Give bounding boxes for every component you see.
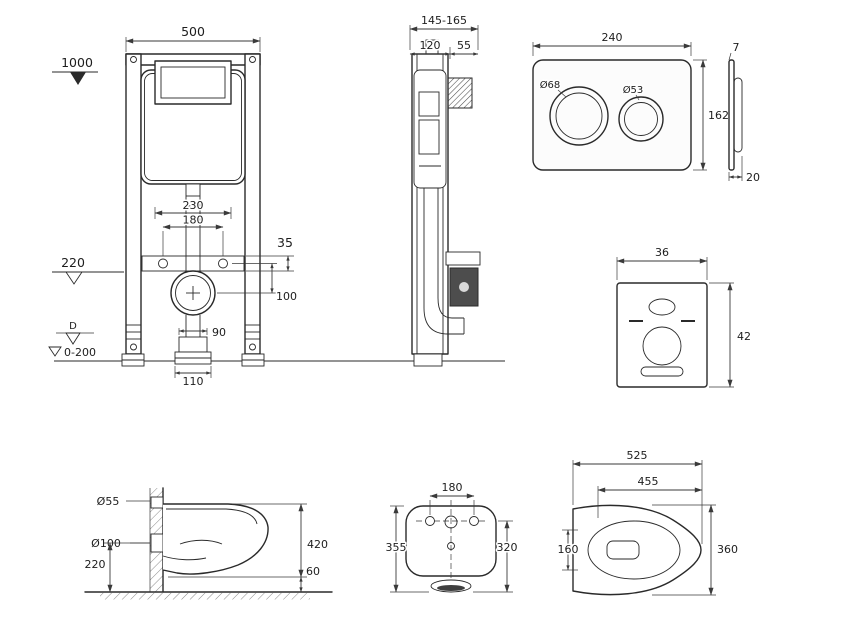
outlet-stub xyxy=(150,533,164,553)
clearance-label: 60 xyxy=(306,565,320,578)
level-marker-filled xyxy=(70,72,86,85)
big-button-dia-label: Ø68 xyxy=(540,79,561,91)
toilet-side-dimensions: Ø55 Ø100 220 420 60 xyxy=(83,494,330,593)
toilet-rear-view: 180 355 320 xyxy=(384,480,519,593)
rod-extension-label: 55 xyxy=(457,39,471,52)
floor-level-marker xyxy=(48,346,62,357)
rear-height-total-label: 355 xyxy=(386,541,407,554)
drain-base-width-label: 110 xyxy=(183,375,204,388)
mounting-bracket xyxy=(141,255,245,272)
top-length-bowl-label: 455 xyxy=(638,475,659,488)
inlet-dia-label: Ø55 xyxy=(97,495,120,508)
big-flush-button xyxy=(549,86,609,146)
pad-slot xyxy=(640,366,684,377)
flush-plate-side-view: 7 20 xyxy=(728,40,762,186)
pad-height-label: 42 xyxy=(737,330,751,343)
top-width-label: 360 xyxy=(717,543,738,556)
outlet-level-label: 220 xyxy=(61,255,85,270)
outlet-height-label: 220 xyxy=(85,558,106,571)
frame-front-view: 500 1000 230 180 35 100 xyxy=(48,23,299,390)
small-button-dia-label: Ø53 xyxy=(623,84,644,96)
drain-mark-label: D xyxy=(69,321,77,332)
toilet-depth-label: 420 xyxy=(307,538,328,551)
plate-height-label: 162 xyxy=(708,109,729,122)
center-hole xyxy=(444,515,458,529)
drain-opening xyxy=(606,540,640,560)
pipe-span-label: 230 xyxy=(183,199,204,212)
bowl-inner-rim xyxy=(587,520,681,580)
bracket-offset-label: 35 xyxy=(277,235,293,250)
drain-socket xyxy=(170,270,216,316)
frame-side-geometry xyxy=(411,39,481,367)
frame-height-level-label: 1000 xyxy=(61,55,93,70)
plate-thickness-label: 7 xyxy=(733,41,740,54)
pad-dimensions: 36 42 xyxy=(616,245,753,388)
small-flush-button xyxy=(618,96,664,142)
top-rear-width-label: 160 xyxy=(558,543,579,556)
cistern-side xyxy=(413,69,447,189)
flush-plate-dimensions: 240 162 Ø68 Ø53 xyxy=(532,30,731,171)
button-profile xyxy=(733,77,743,153)
frame-front-geometry xyxy=(121,53,265,367)
pad-inlet-hole xyxy=(648,298,676,316)
floor-adjust-label: 0-200 xyxy=(64,346,96,359)
outlet-dia-label: Ø100 xyxy=(91,537,121,550)
flush-plate xyxy=(532,59,692,171)
pad-width-label: 36 xyxy=(655,246,669,259)
outlet-drop-label: 100 xyxy=(276,290,297,303)
top-length-total-label: 525 xyxy=(627,449,648,462)
bolt-spacing-label: 180 xyxy=(183,214,204,227)
level-marker-open xyxy=(65,271,83,285)
plate-depth-label: 20 xyxy=(746,171,760,184)
left-bolt-hole xyxy=(425,516,435,526)
frame-side-dimensions: 145-165 120 55 xyxy=(409,13,479,59)
frame-side-view: 145-165 120 55 xyxy=(409,13,481,367)
frame-width-label: 500 xyxy=(181,24,205,39)
pad-drain-hole xyxy=(642,326,682,366)
rear-bolt-spacing-label: 180 xyxy=(442,481,463,494)
plate-profile xyxy=(728,59,735,171)
flush-plate-front-view: 240 162 Ø68 Ø53 xyxy=(532,30,731,171)
floor-section xyxy=(100,592,310,600)
toilet-rear-dimensions: 180 355 320 xyxy=(384,480,519,593)
inlet-stub xyxy=(150,496,164,509)
bowl-profile xyxy=(162,503,269,575)
support-arm xyxy=(445,251,481,266)
frame-depth-label: 120 xyxy=(420,39,441,52)
frame-front-dimensions: 500 1000 230 180 35 100 xyxy=(48,23,299,390)
toilet-side-view: Ø55 Ø100 220 420 60 xyxy=(83,487,333,600)
plate-side-dimensions: 7 20 xyxy=(728,40,762,186)
plate-width-label: 240 xyxy=(602,31,623,44)
access-panel xyxy=(154,60,232,105)
wall-rod xyxy=(447,77,473,109)
insulation-pad xyxy=(616,282,708,388)
rear-height-body-label: 320 xyxy=(497,541,518,554)
toilet-top-view: 525 455 160 360 xyxy=(556,448,740,596)
drain-level-marker xyxy=(65,332,81,345)
toilet-top-dimensions: 525 455 160 360 xyxy=(556,448,740,596)
depth-range-label: 145-165 xyxy=(421,14,467,27)
right-bolt-hole xyxy=(469,516,479,526)
drain-width-label: 90 xyxy=(212,326,226,339)
outlet-ellipse xyxy=(430,579,472,593)
sound-insulation-pad-view: 36 42 xyxy=(616,245,753,388)
